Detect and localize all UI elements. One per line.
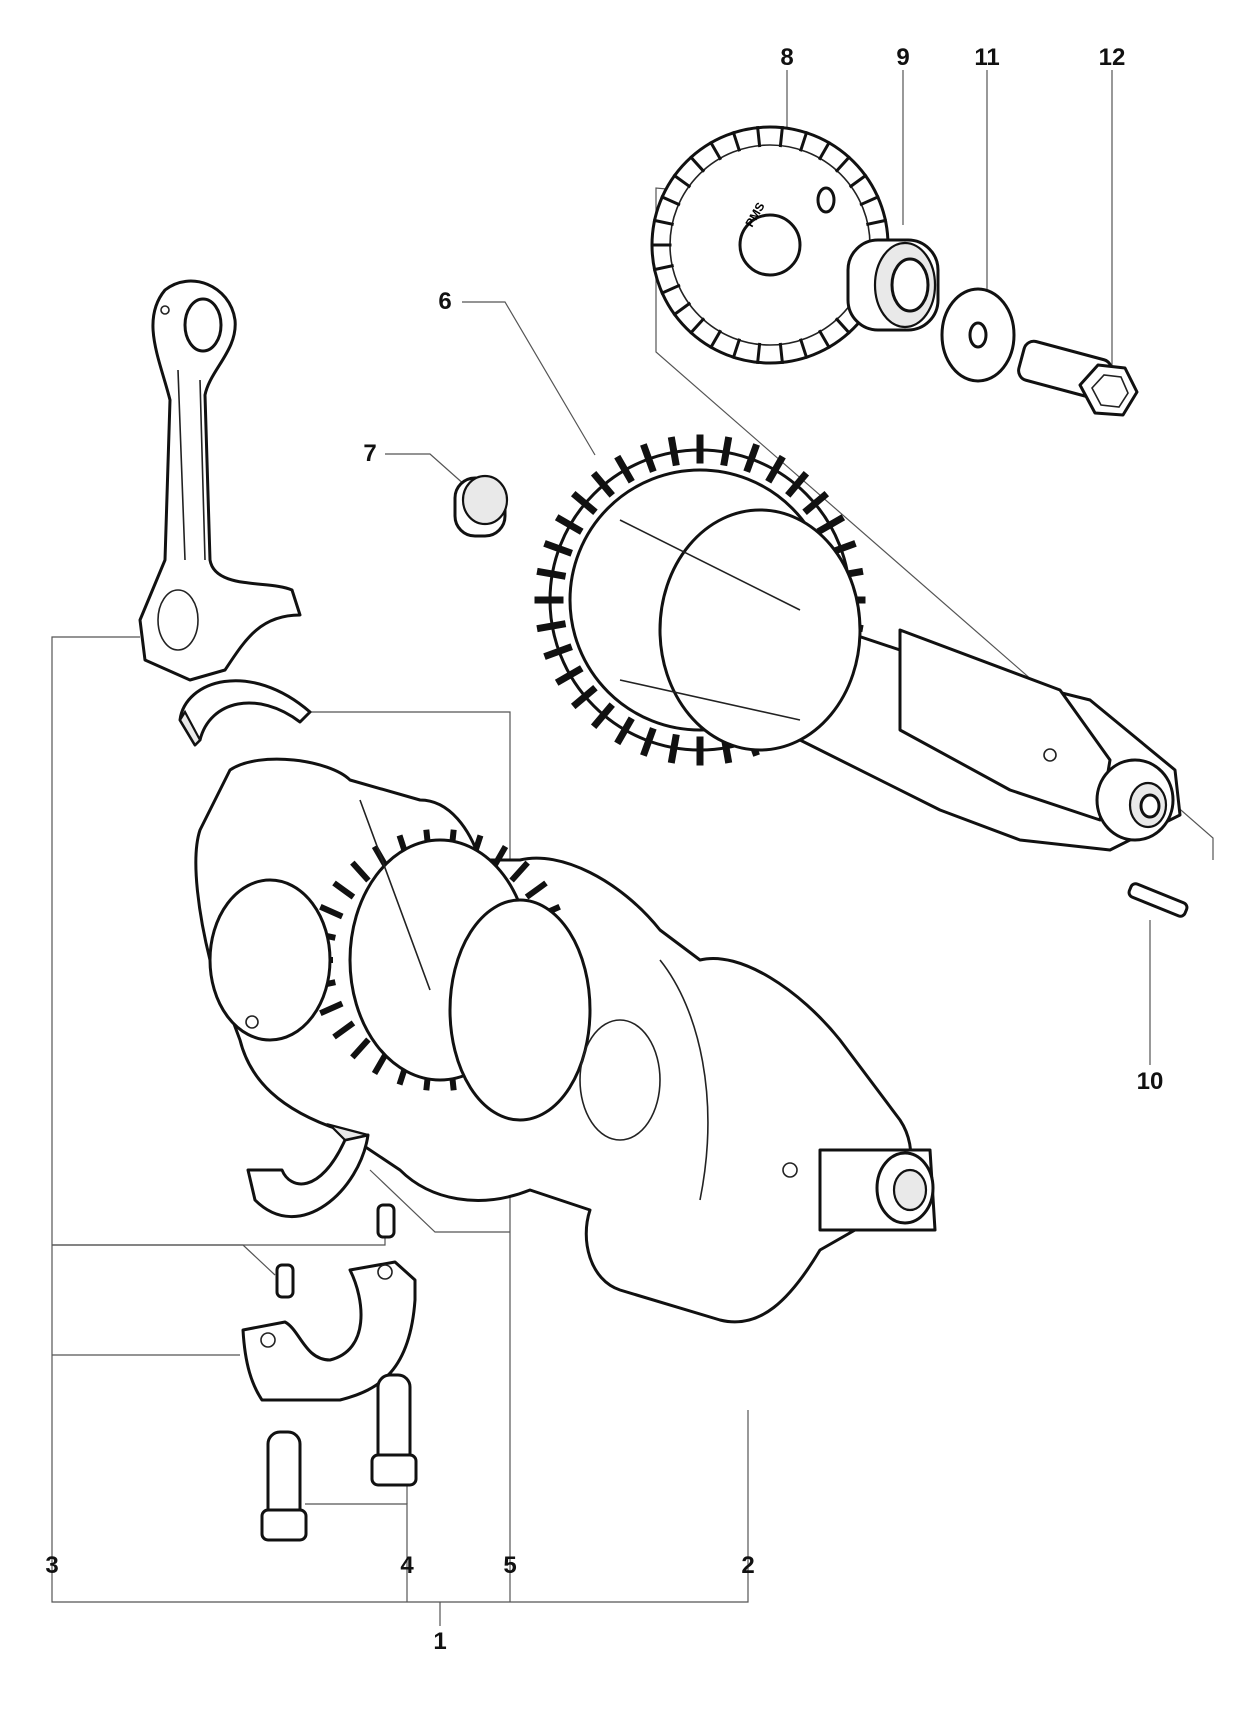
timing-disc-slot [652,218,674,226]
dowel-pins [275,1203,396,1299]
timing-disc-slot [672,173,692,189]
camshaft-gear-tooth [536,620,567,633]
callout-2: 2 [741,1552,755,1579]
camshaft-gear-tooth [802,490,830,515]
rod-cap [241,1260,417,1402]
camshaft-gear-tooth [570,685,598,710]
camshaft-gear-tooth [765,454,786,484]
timing-disc-slot [660,283,681,295]
crankshaft-gear-tooth [319,903,344,920]
camshaft-gear-tooth [785,470,810,498]
camshaft-gear-tooth [640,443,657,473]
plug-cap [453,474,509,538]
woodruff-key [1127,882,1189,918]
camshaft-gear-tooth [614,716,635,746]
timing-disc-slot [859,195,880,207]
callout-7: 7 [363,440,377,467]
timing-disc-slot [817,329,832,350]
timing-disc-slot [834,317,852,335]
timing-disc-slot [731,130,741,152]
timing-disc-slot [688,155,706,173]
camshaft-gear-tooth [543,643,573,660]
callout-12: 12 [1098,44,1126,71]
camshaft-gear-tooth [570,490,598,515]
crankshaft-gear-tooth [524,880,548,900]
camshaft [534,434,1182,852]
leader-lines [51,70,1214,1626]
callout-1: 1 [433,1628,447,1655]
small-gear [846,238,940,332]
rod-bolts [260,1373,418,1542]
camshaft-gear-tooth [590,470,615,498]
camshaft-gear-tooth [614,454,635,484]
timing-disc: PMS [650,125,890,365]
crankshaft-gear-tooth [490,845,509,869]
camshaft-gear-tooth [667,733,680,764]
connecting-rod [138,279,302,682]
crankshaft [194,757,937,1324]
timing-disc-slot [817,140,832,161]
callout-8: 8 [780,44,794,71]
camshaft-gear-tooth [590,702,615,730]
flange-bolt [1017,339,1139,417]
callout-3: 3 [45,1552,59,1579]
callout-10: 10 [1136,1068,1164,1095]
timing-disc-slot [848,173,868,189]
camshaft-gear-tooth [543,540,573,557]
camshaft-gear-tooth [554,665,584,686]
timing-disc-slot [799,338,809,360]
timing-disc-slot [778,342,784,365]
washer [940,287,1016,383]
camshaft-gear-tooth [743,443,760,473]
callout-6: 6 [438,288,452,315]
camshaft-gear-tooth [536,567,567,580]
camshaft-gear-tooth [640,727,657,757]
upper-bearing-shell [178,679,312,747]
crankshaft-gear-tooth [509,860,530,883]
camshaft-gear-tooth [667,436,680,467]
crankshaft-gear-tooth [350,860,371,883]
timing-disc-slot [731,338,741,360]
timing-disc-slot [708,140,723,161]
crankshaft-gear-tooth [332,1020,356,1040]
timing-disc-slot [799,130,809,152]
callout-11: 11 [974,44,1000,71]
crankshaft-gear-tooth [371,1051,390,1075]
timing-disc-slot [834,155,852,173]
crankshaft-gear-tooth [319,1000,344,1017]
camshaft-gear-tooth [720,436,733,467]
lower-bearing-shell [246,1122,370,1219]
timing-disc-slot [756,125,762,148]
timing-disc-slot [778,125,784,148]
timing-disc-slot [652,264,674,272]
camshaft-gear-tooth [816,514,846,535]
crankshaft-gear-tooth [350,1037,371,1060]
timing-disc-slot [688,317,706,335]
timing-disc-slot [660,195,681,207]
callout-5: 5 [503,1552,517,1579]
timing-disc-slot [672,301,692,317]
callout-4: 4 [400,1552,414,1579]
crankshaft-gear-tooth [332,880,356,900]
callout-9: 9 [896,44,910,71]
timing-disc-slot [708,329,723,350]
timing-disc-slot [756,342,762,365]
camshaft-gear-tooth [554,514,584,535]
timing-disc-slot [866,218,888,226]
